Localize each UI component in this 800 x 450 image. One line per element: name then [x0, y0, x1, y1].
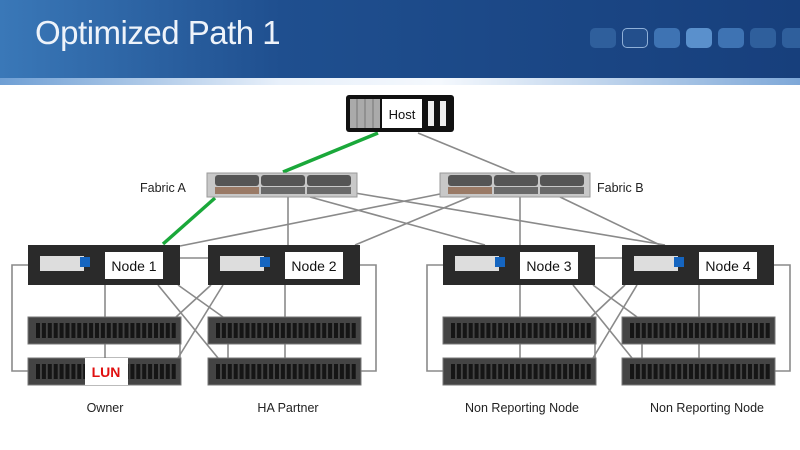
shelf-link: [177, 284, 224, 359]
shelf-links: [11, 264, 791, 372]
disk-shelf: [621, 316, 776, 345]
shelf-loop: [426, 264, 443, 372]
slide-title: Optimized Path 1: [35, 14, 281, 51]
node-label: Node 3: [526, 258, 571, 274]
node-role-label: HA Partner: [257, 401, 318, 415]
link-fabric-a-node3: [309, 196, 486, 246]
node-label: Node 4: [705, 258, 750, 274]
fabric-a-switch: [206, 172, 358, 198]
link-fabric-a-node4: [354, 192, 666, 246]
shelf-link: [572, 284, 633, 359]
shelf-link: [157, 284, 219, 359]
shelf-link: [590, 284, 626, 318]
disk-shelf: [621, 357, 776, 386]
disk-shelf: [207, 316, 362, 345]
shelf-link: [592, 284, 638, 318]
node-2: Node 2: [208, 245, 360, 285]
progress-dot: [622, 28, 648, 48]
node-label: Node 2: [291, 258, 336, 274]
node-4: Node 4: [622, 245, 774, 285]
link-fabric-b-node2: [354, 196, 471, 246]
netapp-logo-icon: [674, 257, 684, 267]
shelf-loop: [774, 264, 791, 372]
netapp-logo-icon: [80, 257, 90, 267]
node-1: Node 1: [28, 245, 180, 285]
node-role-label: Non Reporting Node: [650, 401, 764, 415]
header-band: [0, 78, 800, 85]
disk-shelf: [207, 357, 362, 386]
node-label: Node 1: [111, 258, 156, 274]
node-role-label: Non Reporting Node: [465, 401, 579, 415]
fabric-b-switch: [439, 172, 591, 198]
shelf-loop: [360, 264, 377, 372]
fabric-b-label: Fabric B: [597, 181, 644, 195]
disk-shelf: [442, 316, 597, 345]
progress-dot: [782, 28, 800, 48]
netapp-logo-icon: [495, 257, 505, 267]
link-fabric-b-node1: [179, 192, 446, 247]
link-host-fabric-b: [417, 132, 516, 174]
disk-shelf: LUN: [27, 357, 182, 386]
disk-shelf: [442, 357, 597, 386]
shelf-link: [175, 284, 212, 318]
link-fabric-b-node4: [559, 196, 661, 246]
progress-dot: [718, 28, 744, 48]
progress-dot: [750, 28, 776, 48]
optimized-path-host-fabric-a: [282, 131, 379, 174]
node-3: Node 3: [443, 245, 595, 285]
lun-label: LUN: [92, 364, 121, 380]
fabric-a-label: Fabric A: [140, 181, 187, 195]
shelf-link: [177, 284, 224, 318]
shelf-loop: [11, 264, 28, 372]
slide-progress-dots: [590, 28, 800, 48]
netapp-logo-icon: [260, 257, 270, 267]
shelf-link: [592, 284, 638, 359]
links: [179, 132, 666, 259]
host: Host: [346, 95, 454, 132]
host-label: Host: [389, 107, 416, 122]
disk-shelf: [27, 316, 182, 345]
progress-dot: [590, 28, 616, 48]
optimized-path-fabric-a-node1: [161, 196, 217, 246]
node-role-label: Owner: [87, 401, 124, 415]
progress-dot: [654, 28, 680, 48]
progress-dot-current: [686, 28, 712, 48]
